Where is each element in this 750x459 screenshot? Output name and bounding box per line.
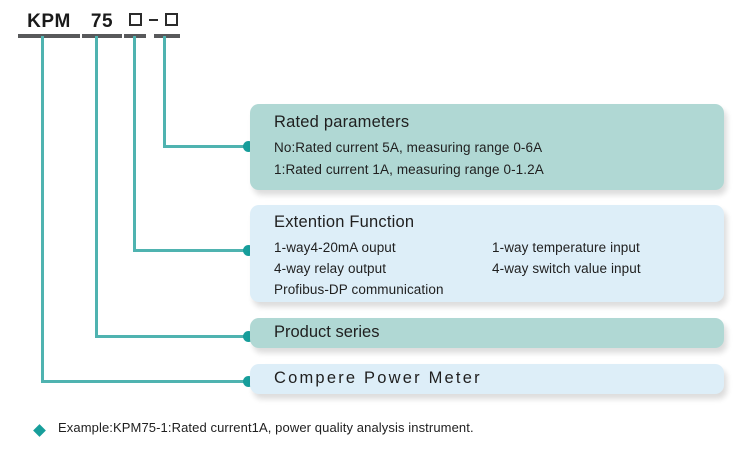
placeholder-square-icon xyxy=(164,13,178,26)
dash-icon xyxy=(148,19,158,21)
callout-title-extention-function: Extention Function xyxy=(274,213,415,231)
leader-vertical-power-meter xyxy=(41,36,44,383)
callout-line-extention-left-2: 4-way relay output xyxy=(274,261,387,276)
code-segment-rated xyxy=(158,10,184,34)
leader-vertical-extention xyxy=(133,36,136,252)
code-underline-kpm xyxy=(18,34,80,38)
leader-horizontal-product-series xyxy=(95,335,250,338)
footnote-example-text: Example:KPM75-1:Rated current1A, power q… xyxy=(58,420,474,435)
callout-line-extention-left-1: 1-way4-20mA ouput xyxy=(274,240,396,255)
callout-compere-power-meter: Compere Power Meter xyxy=(250,364,724,394)
code-segment-extention xyxy=(122,10,148,34)
callout-line-extention-right-2: 4-way switch value input xyxy=(492,261,641,276)
leader-horizontal-power-meter xyxy=(41,380,250,383)
callout-line-rated-1: No:Rated current 5A, measuring range 0-6… xyxy=(274,140,543,155)
leader-dot-extention xyxy=(243,245,254,256)
leader-horizontal-rated xyxy=(163,145,250,148)
code-segment-75: 75 xyxy=(90,11,114,32)
leader-dot-product-series xyxy=(243,331,254,342)
code-segment-kpm: KPM xyxy=(27,11,71,32)
leader-dot-rated xyxy=(243,141,254,152)
code-underline-rated xyxy=(154,34,180,38)
callout-rated-parameters: Rated parameters No:Rated current 5A, me… xyxy=(250,104,724,190)
callout-line-extention-left-3: Profibus-DP communication xyxy=(274,282,444,297)
callout-product-series: Product series xyxy=(250,318,724,348)
callout-line-extention-right-1: 1-way temperature input xyxy=(492,240,640,255)
callout-title-rated-parameters: Rated parameters xyxy=(274,113,410,131)
leader-dot-power-meter xyxy=(243,376,254,387)
code-separator-dash xyxy=(146,10,160,34)
diamond-bullet-icon xyxy=(33,424,46,437)
leader-horizontal-extention xyxy=(133,249,250,252)
callout-extention-function: Extention Function 1-way4-20mA ouput 4-w… xyxy=(250,205,724,302)
callout-line-rated-2: 1:Rated current 1A, measuring range 0-1.… xyxy=(274,162,544,177)
placeholder-square-icon xyxy=(128,13,142,26)
leader-vertical-product-series xyxy=(95,36,98,338)
callout-title-compere-power-meter: Compere Power Meter xyxy=(274,369,482,387)
code-underline-75 xyxy=(82,34,122,38)
leader-vertical-rated xyxy=(163,36,166,148)
callout-title-product-series: Product series xyxy=(274,323,380,341)
